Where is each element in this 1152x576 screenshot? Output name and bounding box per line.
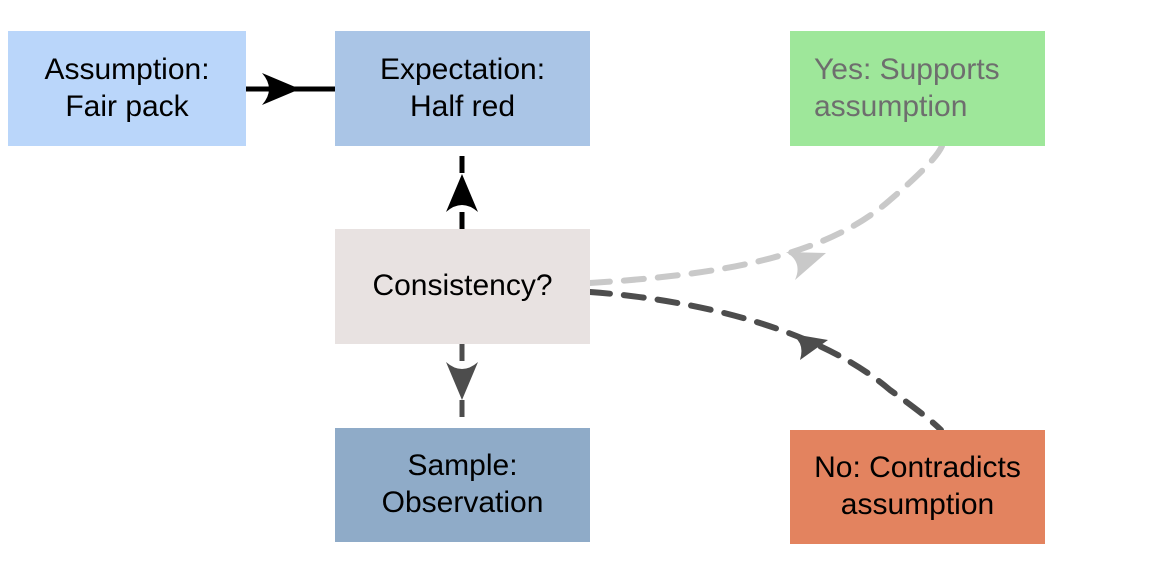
node-assumption[interactable]: Assumption: Fair pack — [8, 31, 246, 146]
node-expectation-line2: Half red — [409, 89, 516, 123]
node-sample[interactable]: Sample: Observation — [335, 428, 590, 542]
node-yes-supports-assumption[interactable]: Yes: Supports assumption — [790, 31, 1045, 146]
node-no-line1: No: Contradicts — [814, 451, 1021, 485]
edge-curve — [587, 289, 944, 433]
node-consistency-line1: Consistency? — [372, 269, 553, 303]
edge-assumption-to-expectation — [246, 73, 335, 105]
arrowhead-up-icon — [446, 174, 478, 212]
arrowhead-left-icon — [787, 333, 828, 360]
arrowhead-down-icon — [446, 362, 478, 400]
node-assumption-line1: Assumption: — [44, 52, 210, 86]
node-yes-line2: assumption — [814, 89, 968, 123]
node-no-line2: assumption — [840, 488, 995, 521]
edge-consistency-to-no — [587, 289, 944, 433]
edge-curve — [587, 143, 945, 286]
node-assumption-line2: Fair pack — [65, 89, 189, 123]
edge-consistency-to-sample — [446, 344, 478, 428]
arrowhead-left-icon — [786, 252, 826, 280]
edge-consistency-to-yes — [587, 143, 945, 286]
node-sample-line2: Observation — [381, 486, 544, 519]
node-no-contradicts-assumption[interactable]: No: Contradicts assumption — [790, 430, 1045, 544]
node-expectation-line1: Expectation: — [379, 52, 546, 86]
node-consistency[interactable]: Consistency? — [335, 229, 590, 344]
node-sample-line1: Sample: — [407, 449, 518, 483]
node-expectation[interactable]: Expectation: Half red — [335, 31, 590, 146]
edge-consistency-to-expectation — [446, 146, 478, 229]
arrowhead-right-icon — [262, 73, 300, 105]
node-yes-line1: Yes: Supports — [814, 52, 1000, 86]
